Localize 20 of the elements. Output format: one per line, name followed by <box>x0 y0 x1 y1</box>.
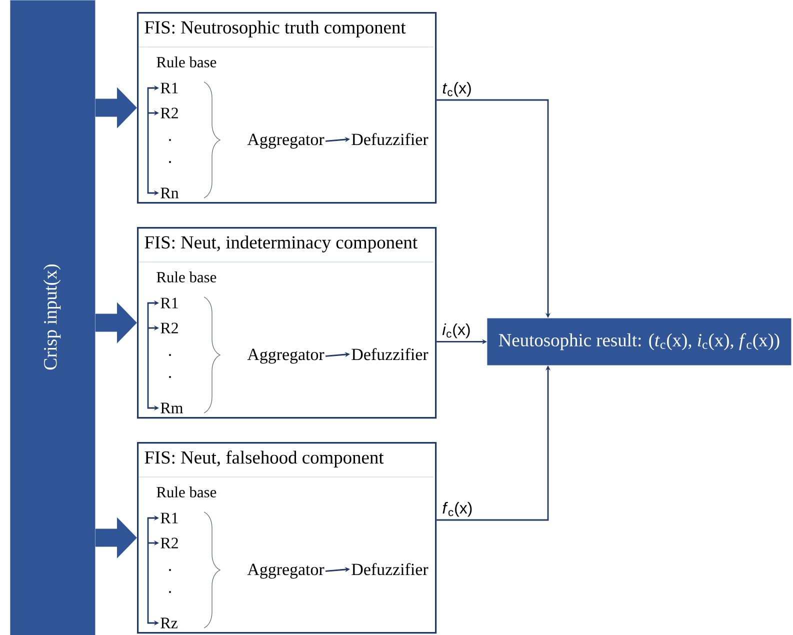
rule-label: R2 <box>160 108 178 118</box>
defuzzifier-label: Defuzzifier <box>352 133 428 146</box>
edge-label: f$_{c}$(x) <box>442 502 472 517</box>
aggregator-label: Aggregator <box>247 564 324 579</box>
result-box: Neutosophic result: (t$_{c}$(x), i$_{c}$(x), f$_{c}$(x)) <box>487 318 792 366</box>
defuzzifier-label: Defuzzifier <box>352 563 428 576</box>
rule-label: Rz <box>160 618 178 628</box>
rule-label: R1 <box>160 82 178 94</box>
rule-label: R2 <box>160 538 178 548</box>
rule-label: R2 <box>160 322 178 334</box>
rule-label: R1 <box>160 512 178 524</box>
aggregator-label: Aggregator <box>247 134 324 149</box>
rule-label: Rm <box>160 402 183 414</box>
edge-label: t$_{c}$(x) <box>442 82 471 97</box>
defuzzifier-label: Defuzzifier <box>352 348 428 360</box>
rule-label: Rn <box>160 188 179 198</box>
edge-label: i$_{c}$(x) <box>442 323 470 338</box>
rule-label: R1 <box>160 298 178 308</box>
aggregator-label: Aggregator <box>247 348 324 364</box>
input-band: Crisp input(x) <box>10 0 96 635</box>
